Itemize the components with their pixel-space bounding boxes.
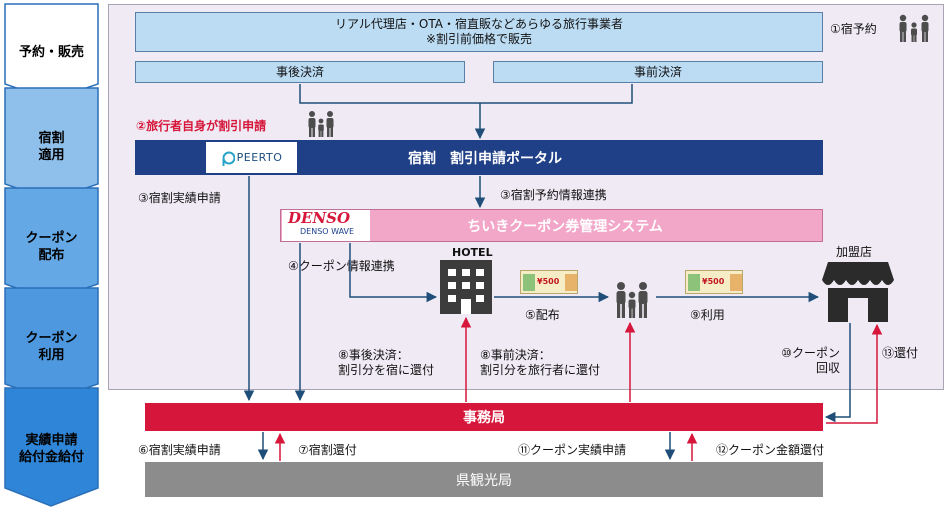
arrow-step13-to-store — [826, 323, 883, 424]
peerto-logo-icon — [222, 151, 235, 166]
step7-label: ⑦宿割還付 — [298, 443, 357, 457]
store-icon — [822, 262, 894, 322]
peerto-logo-box: PEERTO — [206, 142, 297, 173]
stage-label-3: クーポン配布 — [25, 231, 78, 263]
hotel-icon — [440, 260, 492, 314]
travel-agents-text: リアル代理店・OTA・宿直販などあらゆる旅行事業者 — [335, 17, 623, 31]
portal-title: 宿割 割引申請ポータル — [408, 150, 562, 167]
step8-pre-label: ⑧事前決済：割引分を旅行者に還付 — [480, 348, 601, 377]
step1-reservation-label: ①宿予約 — [830, 22, 877, 36]
travelers-icon — [308, 111, 334, 137]
denso-logo-text: DENSO — [288, 209, 351, 227]
denso-logo-box: DENSO DENSO WAVE — [282, 210, 370, 241]
coupon-ticket-2-value: ¥500 — [702, 277, 725, 286]
prefecture-tourism-bureau-bar: 県観光局 — [145, 462, 823, 497]
arrow-step10-to-secretariat — [824, 323, 851, 423]
step8-post-label: ⑧事後決済：割引分を宿に還付 — [338, 348, 435, 377]
stage-label-1: 予約・販売 — [18, 45, 84, 60]
step12-label: ⑫クーポン金額還付 — [716, 443, 825, 457]
store-label: 加盟店 — [836, 245, 873, 259]
traveler-family-icon — [616, 282, 648, 318]
step4-label: ④クーポン情報連携 — [288, 259, 395, 273]
hotel-label: HOTEL — [452, 246, 493, 259]
step13-label: ⑬還付 — [882, 346, 919, 360]
stage-label-5: 実績申請給付金給付 — [18, 433, 84, 465]
coupon-system-title: ちいきクーポン券管理システム — [467, 218, 663, 235]
step6-label: ⑥宿割実績申請 — [138, 443, 221, 457]
travel-agents-note: ※割引前価格で販売 — [425, 32, 533, 46]
stage-label-4: クーポン利用 — [25, 331, 78, 363]
step2-apply-label: ②旅行者自身が割引申請 — [136, 119, 267, 133]
step3a-label: ③宿割実績申請 — [138, 191, 221, 205]
stage-label-2: 宿割適用 — [38, 131, 65, 163]
post-payment-box: 事後決済 — [135, 61, 465, 83]
stage-column — [4, 3, 99, 507]
peerto-logo-text: PEERTO — [236, 151, 283, 164]
coupon-ticket-1-value: ¥500 — [537, 277, 560, 286]
coupon-management-system — [280, 209, 823, 242]
arrow-step4-to-hotel — [349, 243, 438, 303]
step10-label: ⑩クーポン回収 — [781, 346, 840, 375]
coupon-ticket-2: ¥500 — [685, 270, 743, 294]
denso-wave-logo-text: DENSO WAVE — [300, 227, 355, 236]
stage-chevron-5 — [4, 387, 99, 507]
secretariat-bar: 事務局 — [145, 403, 823, 431]
step11-label: ⑪クーポン実績申請 — [518, 443, 627, 457]
step3b-label: ③宿割予約情報連携 — [500, 188, 607, 202]
family-icon — [899, 14, 929, 42]
pre-payment-box: 事前決済 — [493, 61, 823, 83]
step5-label: ⑤配布 — [525, 308, 560, 322]
step9-label: ⑨利用 — [690, 308, 725, 322]
coupon-ticket-1: ¥500 — [520, 270, 578, 294]
arrow-payments-to-portal — [299, 84, 633, 104]
travel-agents-box: リアル代理店・OTA・宿直販などあらゆる旅行事業者 ※割引前価格で販売 — [135, 12, 823, 52]
